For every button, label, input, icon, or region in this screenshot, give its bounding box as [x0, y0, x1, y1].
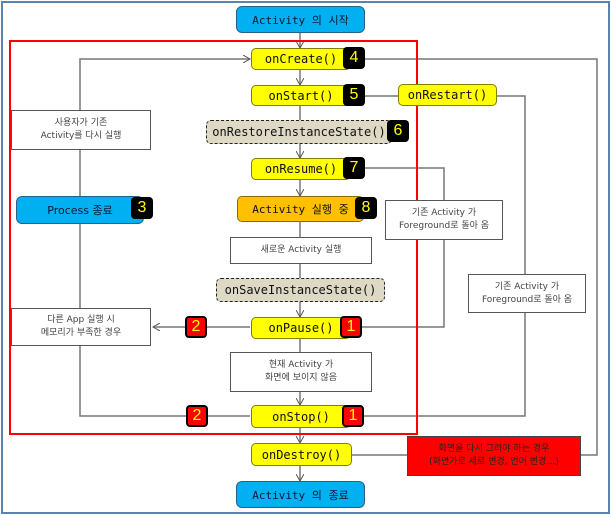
not-visible-note: 현재 Activity 가 화면에 보이지 않음: [230, 352, 372, 392]
redraw-line-1: 화면을 다시 그려야 하는 경우: [438, 444, 550, 454]
activity-start-node: Activity 의 시작: [236, 6, 365, 33]
on-restart-node: onRestart(): [398, 84, 497, 106]
step-badge-stop-2: 2: [186, 405, 208, 427]
step-badge-pause-2: 2: [185, 316, 207, 338]
foreground-1-line-2: Foreground로 돌아 옴: [398, 221, 490, 231]
edge-stop-lowmem: [79, 346, 250, 417]
on-start-node: onStart(): [251, 85, 351, 106]
on-create-node: onCreate(): [251, 48, 351, 70]
edge-fg2-restart: [497, 95, 526, 275]
edge-pause-fg1: [362, 240, 445, 328]
on-resume-node: onResume(): [251, 158, 351, 180]
activity-running-node: Activity 실행 중: [237, 196, 364, 222]
low-memory-line-2: 메모리가 부족한 경우: [40, 328, 122, 338]
edge-redraw-create: [362, 58, 598, 456]
step-badge-pause-1: 1: [340, 316, 362, 338]
step-badge-4: 4: [343, 47, 365, 69]
low-memory-line-1: 다른 App 실행 시: [47, 315, 115, 325]
new-activity-note: 새로운 Activity 실행: [230, 237, 372, 264]
step-badge-3: 3: [131, 197, 153, 219]
activity-end-node: Activity 의 종료: [236, 481, 365, 508]
edge-fg1-resume: [362, 167, 445, 200]
on-save-instance-state-node: onSaveInstanceState(): [216, 278, 385, 302]
step-badge-7: 7: [343, 157, 365, 179]
on-destroy-node: onDestroy(): [251, 443, 352, 466]
not-visible-line-2: 화면에 보이지 않음: [265, 373, 337, 383]
redraw-line-2: (화면가로 세로 변경, 언어 변경…): [429, 457, 559, 467]
foreground-note-1: 기존 Activity 가 Foreground로 돌아 옴: [385, 200, 503, 240]
on-pause-node: onPause(): [251, 317, 351, 339]
step-badge-5: 5: [343, 84, 365, 106]
process-killed-node: Process 종료: [16, 196, 144, 224]
user-relaunch-line-2: Activity를 다시 실행: [40, 131, 122, 141]
redraw-note: 화면을 다시 그려야 하는 경우 (화면가로 세로 변경, 언어 변경…): [407, 436, 581, 476]
step-badge-8: 8: [355, 197, 377, 219]
foreground-2-line-1: 기존 Activity 가: [494, 281, 560, 292]
low-memory-note: 다른 App 실행 시 메모리가 부족한 경우: [11, 308, 151, 346]
step-badge-stop-1: 1: [342, 405, 364, 427]
user-relaunch-line-1: 사용자가 기존: [54, 118, 108, 128]
edge-relaunch-create: [79, 59, 250, 110]
step-badge-6: 6: [387, 120, 409, 142]
on-restore-instance-state-node: onRestoreInstanceState(): [206, 120, 392, 144]
on-stop-node: onStop(): [251, 405, 351, 428]
foreground-1-line-1: 기존 Activity 가: [411, 208, 477, 218]
user-relaunch-note: 사용자가 기존 Activity를 다시 실행: [11, 110, 151, 150]
not-visible-line-1: 현재 Activity 가: [268, 360, 334, 370]
foreground-note-2: 기존 Activity 가 Foreground로 돌아 옴: [468, 274, 586, 313]
foreground-2-line-2: Foreground로 돌아 옴: [481, 294, 573, 305]
